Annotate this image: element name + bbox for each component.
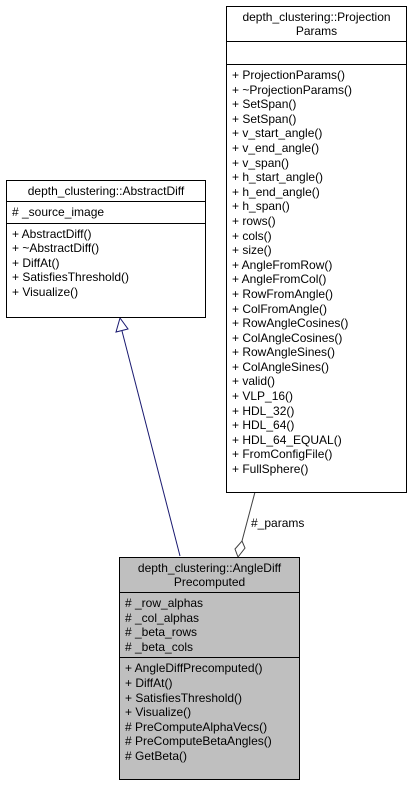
class-methods: + AbstractDiff()+ ~AbstractDiff()+ DiffA… <box>7 222 205 303</box>
class-methods: + AngleDiffPrecomputed()+ DiffAt()+ Sati… <box>120 657 299 766</box>
class-attributes: # _source_image <box>7 201 205 223</box>
association-edge <box>241 491 256 542</box>
class-member: + h_start_angle() <box>232 170 324 185</box>
class-member: + ProjectionParams() <box>232 68 346 82</box>
class-member: + ColAngleCosines() <box>232 330 343 345</box>
class-member: # PreComputeBetaAngles() <box>125 734 272 749</box>
class-member: + AbstractDiff() <box>12 226 92 241</box>
class-member: # _beta_cols <box>125 639 194 654</box>
class-member: + RowAngleSines() <box>232 345 336 360</box>
class-projection-params[interactable]: depth_clustering::Projection Params + Pr… <box>226 6 407 493</box>
class-member: + cols() <box>232 228 272 243</box>
class-name-line1: depth_clustering::Projection <box>242 10 391 24</box>
class-member: + SetSpan() <box>232 97 297 112</box>
class-member: + ~AbstractDiff() <box>12 241 100 256</box>
inheritance-edge <box>121 330 181 557</box>
class-member: + DiffAt() <box>12 255 60 270</box>
class-angle-diff-precomputed[interactable]: depth_clustering::AngleDiff Precomputed … <box>119 557 300 780</box>
class-member: + AngleDiffPrecomputed() <box>125 661 263 676</box>
class-member: + v_span() <box>232 155 290 170</box>
inheritance-arrowhead <box>115 316 129 333</box>
class-member: + Visualize() <box>12 284 79 299</box>
class-member: + HDL_64() <box>232 418 295 433</box>
class-member: + HDL_32() <box>232 403 295 418</box>
class-member: # _col_alphas <box>125 610 200 625</box>
class-member: # _row_alphas <box>125 596 204 610</box>
class-member: + h_end_angle() <box>232 184 320 199</box>
class-member: + RowAngleCosines() <box>232 316 349 331</box>
class-member: + ColAngleSines() <box>232 359 330 374</box>
class-member: # _beta_rows <box>125 625 198 640</box>
class-member: + h_span() <box>232 199 290 214</box>
class-member: + size() <box>232 243 272 258</box>
class-title: depth_clustering::AbstractDiff <box>7 181 205 201</box>
class-member: + valid() <box>232 374 276 389</box>
class-name-line2: Precomputed <box>173 575 246 589</box>
class-member: + ~ProjectionParams() <box>232 82 353 97</box>
class-member: + VLP_16() <box>232 389 294 404</box>
class-member: + FullSphere() <box>232 462 309 477</box>
class-member: # GetBeta() <box>125 748 188 763</box>
class-name-line1: depth_clustering::AngleDiff <box>137 561 282 575</box>
class-member: + SatisfiesThreshold() <box>125 690 243 705</box>
class-member: + SetSpan() <box>232 111 297 126</box>
class-member: + AngleFromRow() <box>232 257 333 272</box>
class-member: # _source_image <box>12 205 105 219</box>
class-member: # PreComputeAlphaVecs() <box>125 719 268 734</box>
class-member: + v_end_angle() <box>232 140 320 155</box>
class-name-line2: Params <box>295 24 338 38</box>
class-member: + ColFromAngle() <box>232 301 328 316</box>
class-attributes: # _row_alphas# _col_alphas# _beta_rows# … <box>120 592 299 657</box>
class-member: + RowFromAngle() <box>232 286 334 301</box>
class-member: + FromConfigFile() <box>232 447 333 462</box>
class-name-line1: depth_clustering::AbstractDiff <box>27 184 185 198</box>
params-edge-label: #_params <box>251 516 305 530</box>
class-member: + Visualize() <box>125 705 192 720</box>
class-methods: + ProjectionParams()+ ~ProjectionParams(… <box>227 64 406 480</box>
class-attributes <box>227 41 406 64</box>
class-member: + AngleFromCol() <box>232 272 327 287</box>
class-title: depth_clustering::Projection Params <box>227 7 406 41</box>
class-member: + rows() <box>232 213 276 228</box>
class-member: + v_start_angle() <box>232 126 323 141</box>
class-member: + DiffAt() <box>125 675 173 690</box>
class-member: + HDL_64_EQUAL() <box>232 432 342 447</box>
aggregation-diamond <box>234 540 246 559</box>
class-member: + SatisfiesThreshold() <box>12 270 130 285</box>
class-abstract-diff[interactable]: depth_clustering::AbstractDiff # _source… <box>6 180 206 318</box>
class-title: depth_clustering::AngleDiff Precomputed <box>120 558 299 592</box>
